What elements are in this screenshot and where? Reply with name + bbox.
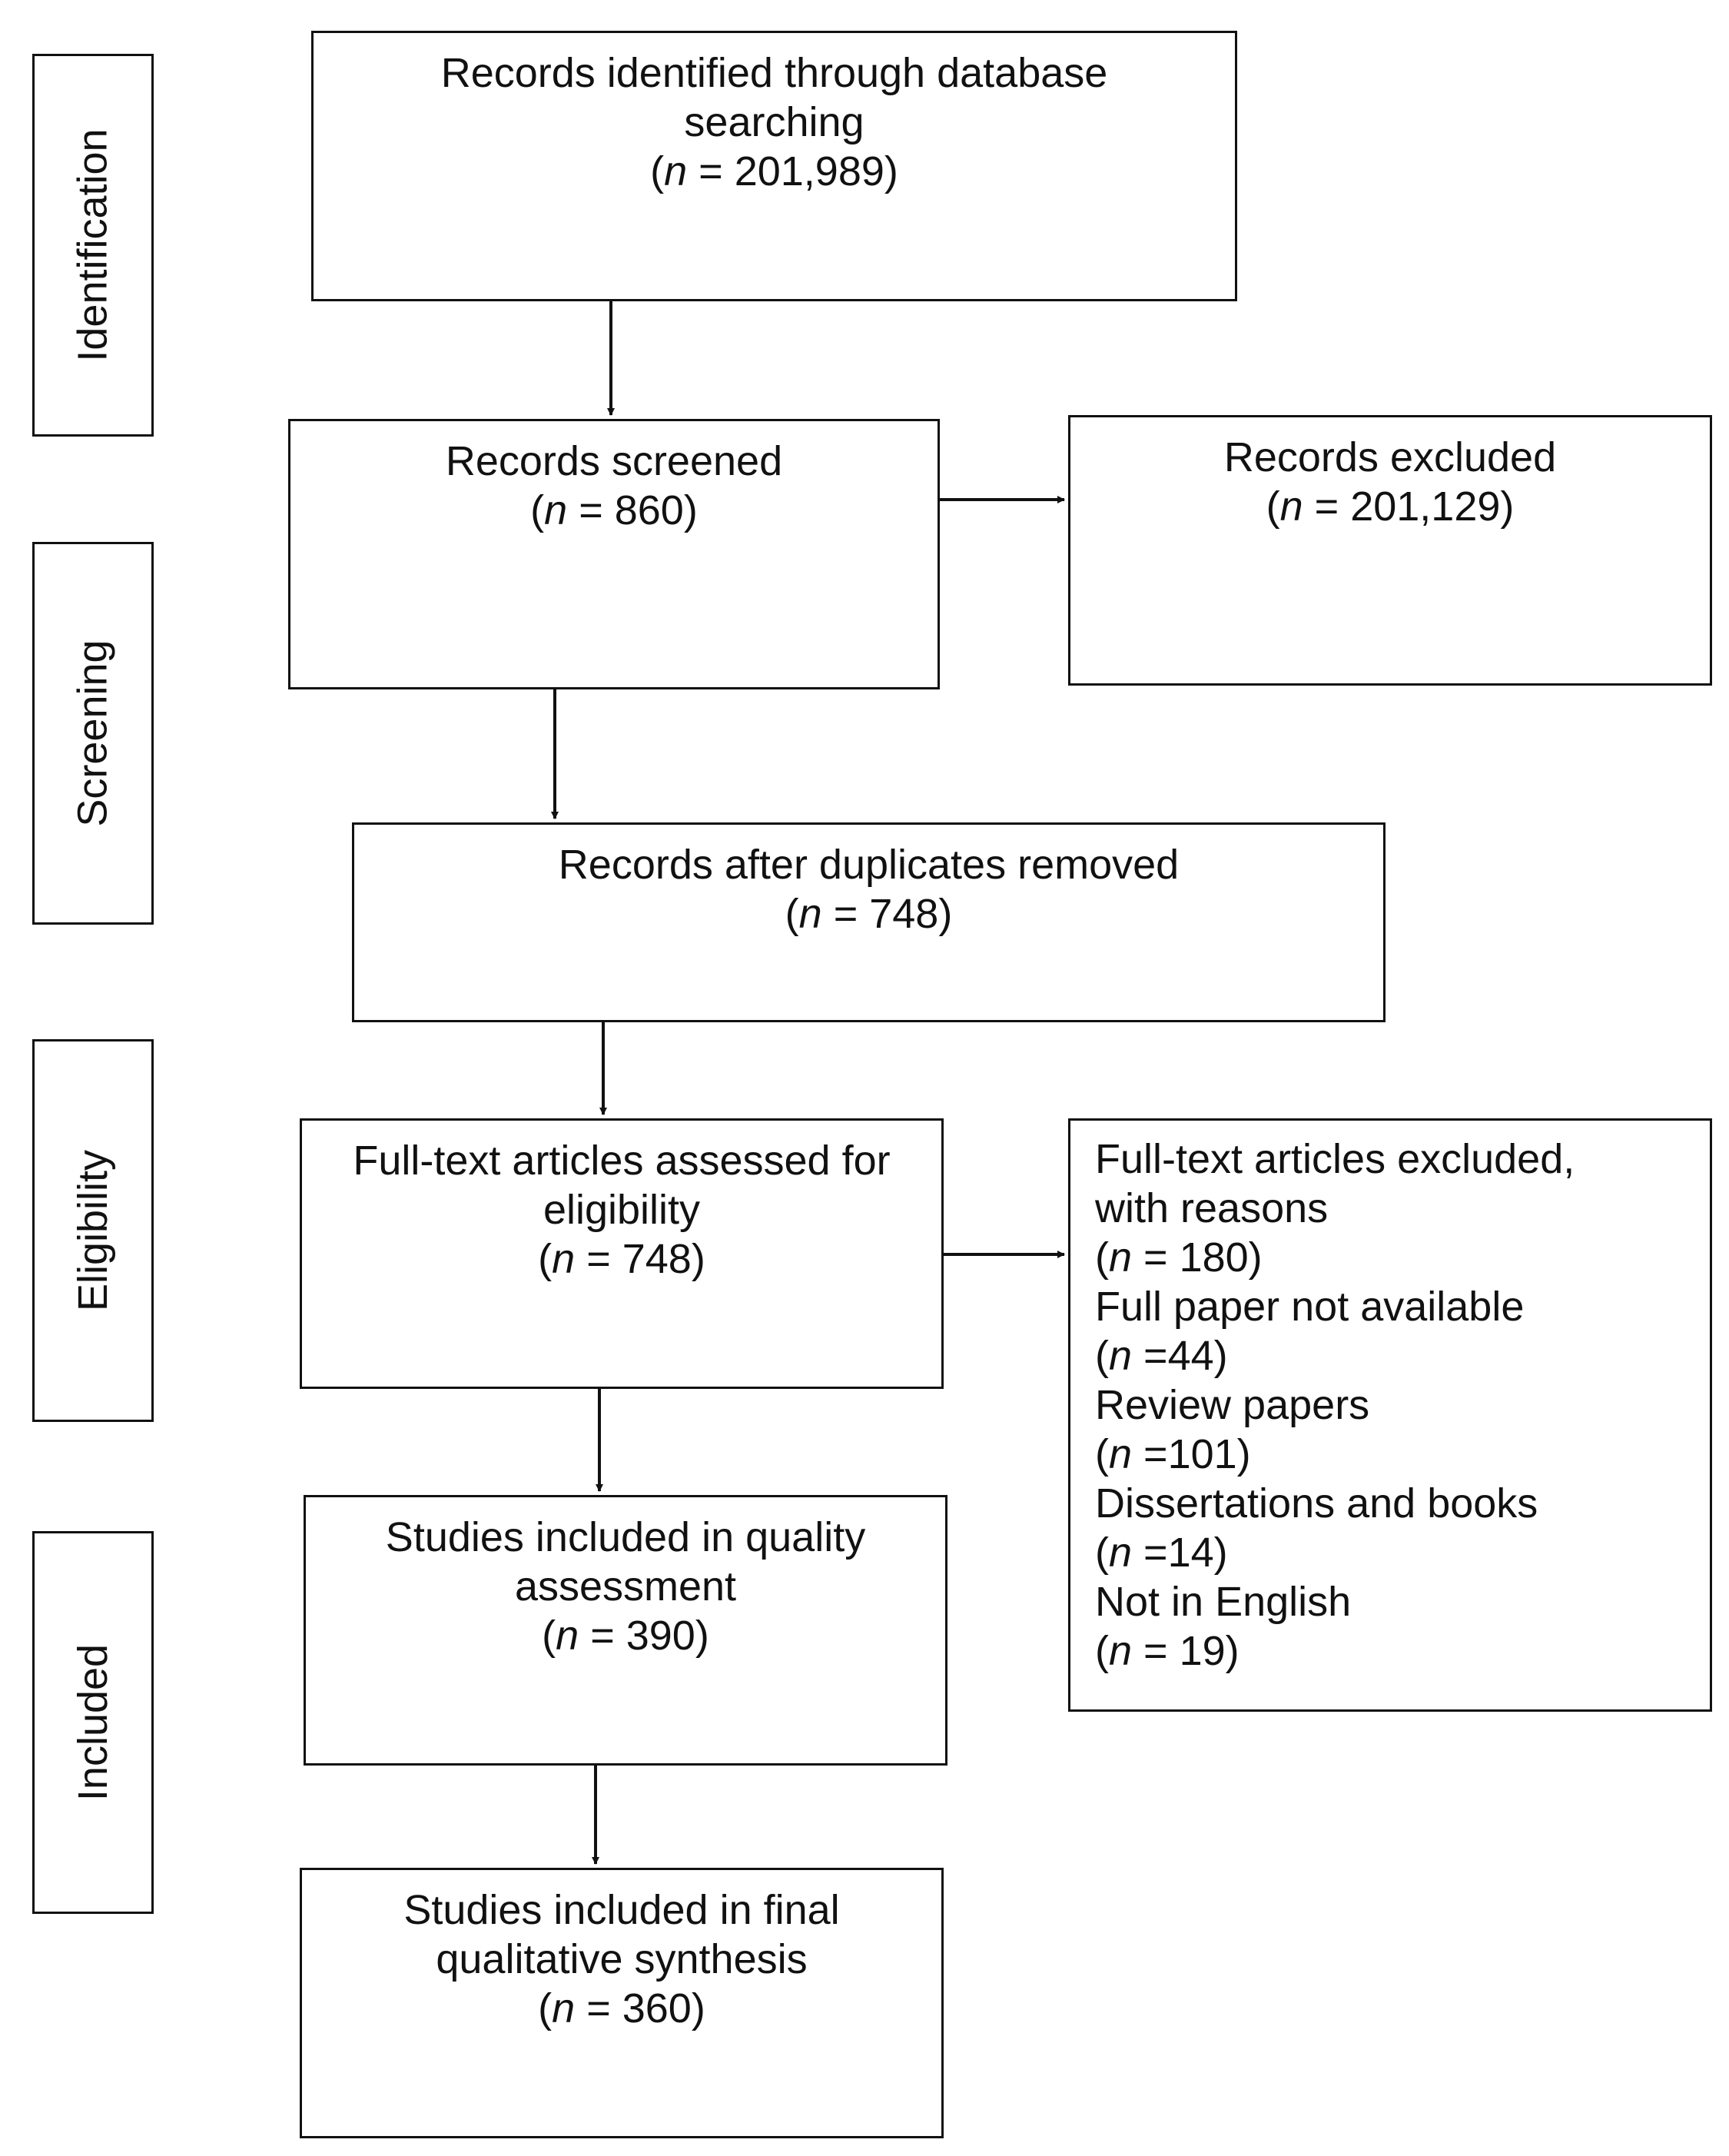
reason-label: Not in English	[1095, 1579, 1352, 1625]
node-count: (n = 390)	[542, 1613, 709, 1659]
node-text: qualitative synthesis	[436, 1936, 808, 1982]
node-count: (n = 180)	[1095, 1234, 1263, 1281]
node-records-screened: Records screened (n = 860)	[288, 419, 940, 689]
phase-screening: Screening	[32, 542, 154, 925]
node-text: eligibility	[543, 1187, 701, 1233]
node-fulltext-excluded: Full-text articles excluded, with reason…	[1068, 1118, 1712, 1712]
node-text: Records after duplicates removed	[558, 842, 1180, 888]
reason-count: (n =44)	[1095, 1333, 1228, 1379]
phase-label: Eligibility	[70, 1149, 117, 1312]
reason-label: Dissertations and books	[1095, 1480, 1538, 1526]
node-final-synthesis: Studies included in final qualitative sy…	[300, 1868, 944, 2138]
node-fulltext-assessed: Full-text articles assessed for eligibil…	[300, 1118, 944, 1389]
phase-identification: Identification	[32, 54, 154, 437]
node-records-deduplicated: Records after duplicates removed (n = 74…	[352, 822, 1386, 1022]
reason-label: Full paper not available	[1095, 1284, 1525, 1330]
phase-label: Included	[70, 1643, 117, 1802]
reason-count: (n =101)	[1095, 1431, 1251, 1477]
node-count: (n = 360)	[538, 1985, 705, 2031]
node-text: Full-text articles excluded,	[1095, 1136, 1575, 1182]
phase-label: Screening	[70, 639, 117, 827]
reason-label: Review papers	[1095, 1382, 1370, 1428]
node-count: (n = 860)	[530, 487, 698, 533]
node-records-excluded: Records excluded (n = 201,129)	[1068, 415, 1712, 686]
phase-included: Included	[32, 1531, 154, 1914]
node-text: Full-text articles assessed for	[353, 1138, 891, 1184]
node-text: Studies included in final	[403, 1887, 840, 1933]
node-text: Records excluded	[1223, 434, 1557, 480]
reason-count: (n = 19)	[1095, 1628, 1240, 1674]
node-count: (n = 748)	[785, 891, 953, 937]
node-quality-assessment: Studies included in quality assessment (…	[304, 1495, 947, 1766]
node-text: Studies included in quality	[385, 1514, 866, 1560]
node-text: searching	[684, 99, 864, 145]
reason-count: (n =14)	[1095, 1530, 1228, 1576]
node-text: Records screened	[445, 438, 783, 484]
node-text: with reasons	[1095, 1185, 1329, 1231]
node-count: (n = 201,129)	[1266, 483, 1515, 530]
node-text: Records identified through database	[440, 50, 1108, 96]
node-count: (n = 748)	[538, 1236, 705, 1282]
node-count: (n = 201,989)	[650, 148, 898, 194]
phase-label: Identification	[70, 128, 117, 362]
phase-eligibility: Eligibility	[32, 1039, 154, 1422]
node-text: assessment	[514, 1563, 737, 1610]
node-records-identified: Records identified through database sear…	[311, 31, 1237, 301]
